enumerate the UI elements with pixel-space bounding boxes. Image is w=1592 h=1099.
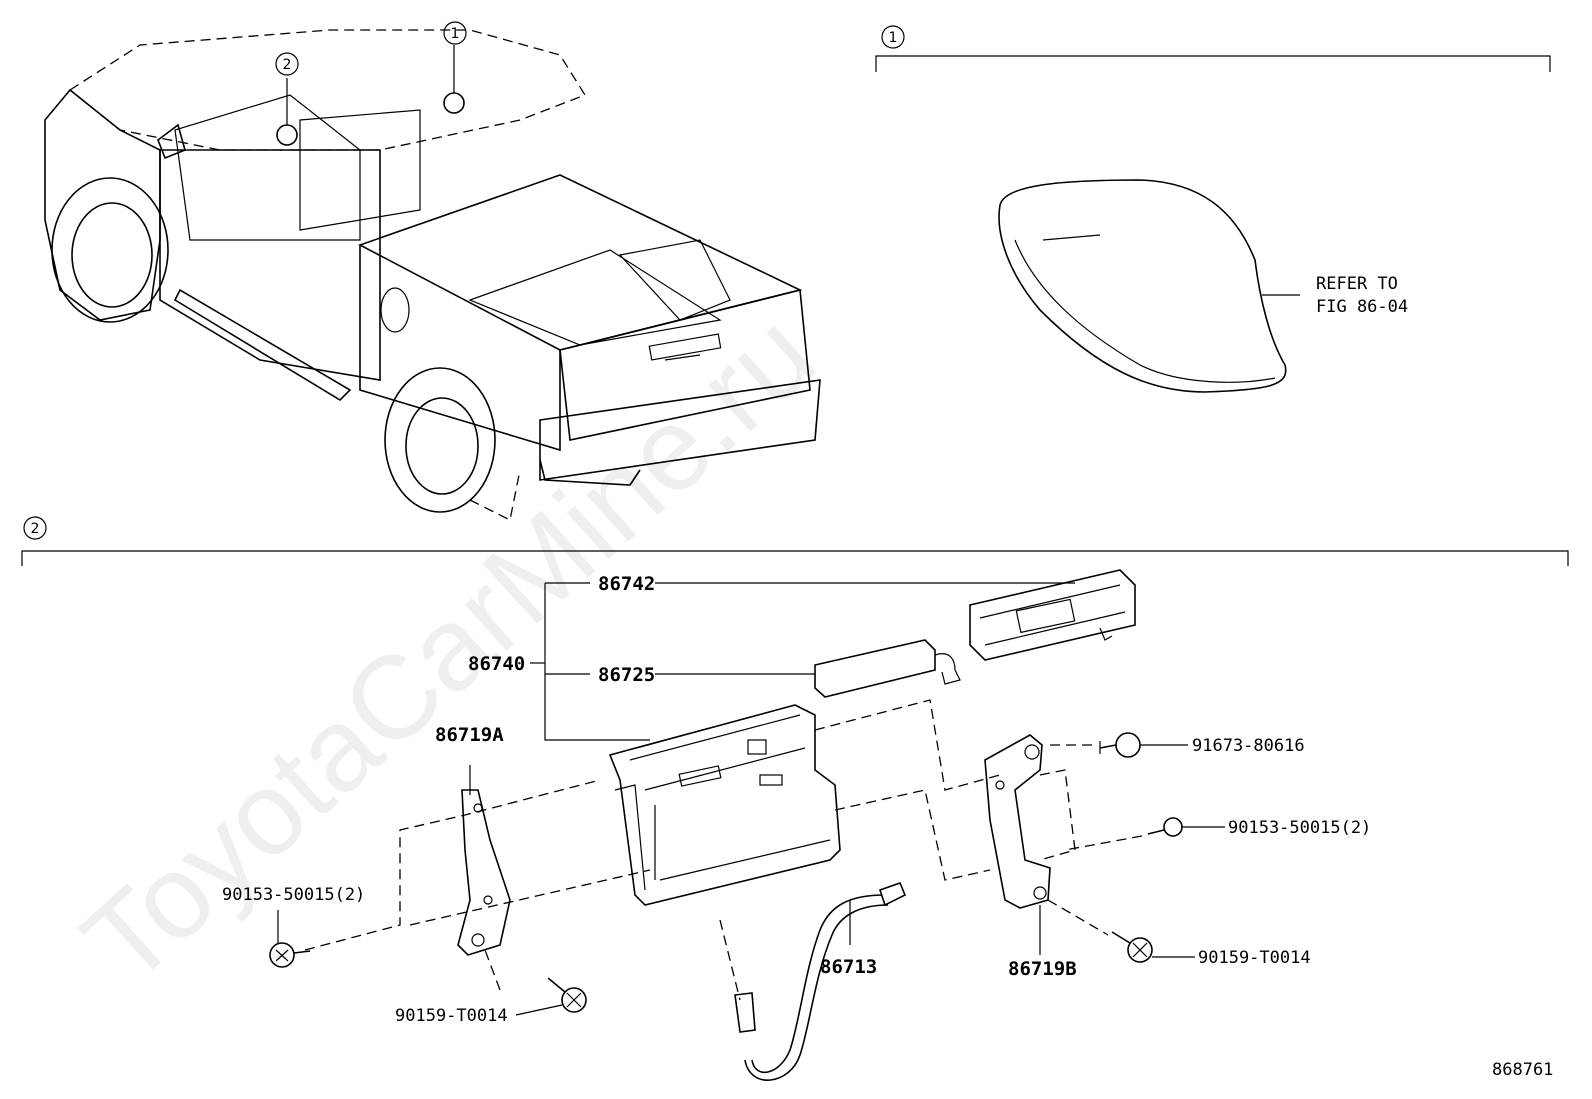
bolt-90153-left-part: [269, 942, 311, 968]
vehicle-callout-1-label: 1: [451, 26, 460, 42]
part-label-86719B: 86719B: [1008, 958, 1077, 980]
location-marker-2: [276, 124, 298, 146]
part-label-86719A: 86719A: [435, 724, 504, 746]
part-label-90153-50015-right: 90153-50015(2): [1228, 818, 1371, 838]
watermark-text: ToyotaCarMine.ru: [59, 288, 839, 1009]
part-label-90159-T0014-right: 90159-T0014: [1198, 948, 1311, 968]
screw-90159-right-part: [1111, 931, 1153, 963]
part-label-91673-80616: 91673-80616: [1192, 736, 1305, 756]
location-marker-1: [443, 92, 465, 114]
part-label-86740: 86740: [468, 653, 525, 675]
reference-note-line2: FIG 86-04: [1316, 297, 1408, 317]
section-1: 1 REFER TO FIG 86-04: [875, 25, 1551, 393]
vehicle-callout-2-label: 2: [283, 57, 292, 73]
part-label-86725: 86725: [598, 664, 655, 686]
wire-harness-part: [734, 881, 907, 1081]
electronic-module-part: [814, 639, 961, 698]
part-label-86713: 86713: [820, 956, 877, 978]
section-1-number: 1: [889, 30, 898, 46]
cover-panel-part: [998, 179, 1287, 393]
screw-90159-left-part: [547, 977, 587, 1013]
part-label-90153-50015-left: 90153-50015(2): [222, 885, 365, 905]
part-label-90159-T0014-left: 90159-T0014: [395, 1006, 508, 1026]
right-bracket-part: [984, 734, 1051, 909]
label-leaders: [277, 582, 1225, 1016]
display-module-part: [969, 569, 1136, 661]
left-bracket-part: [457, 789, 511, 956]
bolt-90153-right-part: [1147, 817, 1183, 837]
part-label-86742: 86742: [598, 573, 655, 595]
pickup-truck-illustration: [44, 29, 821, 521]
reference-note-line1: REFER TO: [1316, 274, 1398, 294]
vehicle-callout-2: 2: [275, 52, 299, 76]
housing-bracket-part: [608, 704, 841, 906]
vehicle-callout-1: 1: [443, 21, 467, 45]
assembly-guide-lines: [304, 699, 1143, 1001]
section-2-number: 2: [31, 521, 40, 537]
figure-id: 868761: [1492, 1060, 1553, 1080]
screw-91673-part: [1099, 732, 1141, 758]
section-2: 2: [21, 516, 1569, 566]
